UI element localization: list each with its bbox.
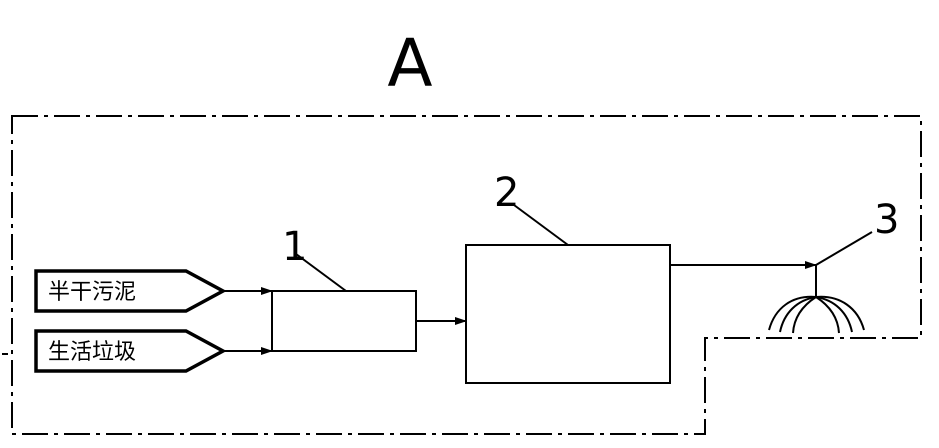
plant-icon (768, 265, 865, 334)
input-label-sludge: 半干污泥 (48, 280, 136, 305)
callout-3-label: 3 (874, 197, 899, 243)
callout-2-leader (513, 204, 569, 246)
diagram-title: A (387, 25, 432, 102)
input-tag-waste (34, 329, 227, 373)
callout-3-leader (815, 231, 873, 266)
input-label-waste: 生活垃圾 (48, 340, 136, 365)
callout-2-label: 2 (494, 170, 519, 216)
unit-2-box (465, 244, 671, 384)
unit-1-box (271, 290, 417, 352)
callout-1-label: 1 (282, 224, 307, 270)
callout-1-leader (295, 253, 347, 292)
input-tag-sludge (34, 269, 227, 313)
system-boundary (11, 115, 922, 435)
